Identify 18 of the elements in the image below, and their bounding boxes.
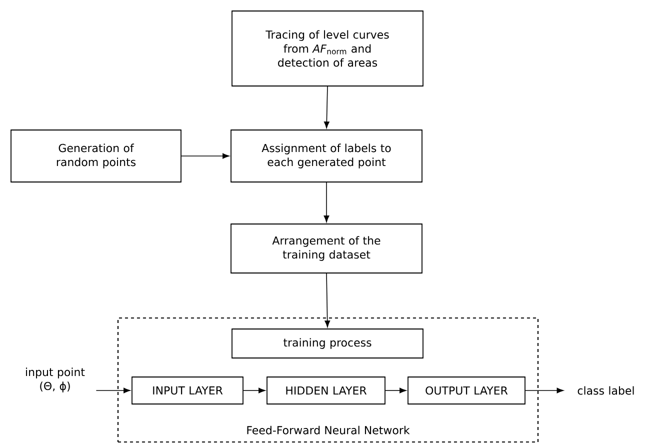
arrow: [324, 86, 330, 128]
process-box: Tracing of level curves from AF$_{norm}$ and detection of areas: [232, 10, 424, 86]
process-box: Generation of random points: [10, 130, 182, 182]
arrow: [96, 388, 130, 394]
arrow: [324, 182, 330, 222]
bare-label: input point (Θ, ϕ): [26, 368, 85, 392]
arrow: [385, 388, 406, 394]
process-box: HIDDEN LAYER: [266, 376, 386, 404]
arrow: [181, 153, 230, 159]
arrow: [324, 273, 330, 328]
arrow: [243, 388, 266, 394]
process-box: INPUT LAYER: [132, 376, 244, 404]
arrow: [525, 388, 564, 394]
process-box: training process: [232, 328, 424, 358]
bare-label: class label: [578, 386, 634, 395]
process-box: Assignment of labels to each generated point: [230, 130, 422, 182]
process-box: OUTPUT LAYER: [408, 376, 526, 404]
process-box: Arrangement of the training dataset: [230, 224, 422, 274]
